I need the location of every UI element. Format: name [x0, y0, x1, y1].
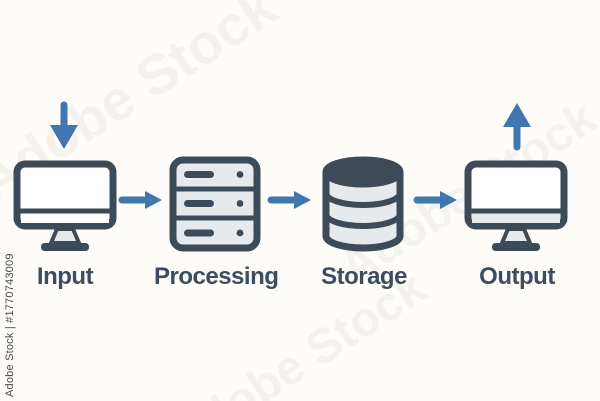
arrow-right-icon — [413, 191, 457, 209]
arrow-right-icon — [118, 191, 162, 209]
step-label-input: Input — [36, 263, 94, 290]
monitor-icon — [13, 160, 117, 251]
database-icon — [322, 156, 404, 252]
step-label-processing: Processing — [154, 263, 279, 290]
arrow-up-icon — [503, 103, 531, 151]
arrow-right-icon — [267, 191, 311, 209]
monitor-icon — [464, 160, 568, 251]
step-label-output: Output — [479, 263, 555, 290]
step-label-storage: Storage — [321, 263, 407, 290]
server-icon — [169, 156, 261, 252]
watermark-brand-text: Adobe Stock — [460, 310, 600, 401]
arrow-down-icon — [50, 101, 78, 149]
